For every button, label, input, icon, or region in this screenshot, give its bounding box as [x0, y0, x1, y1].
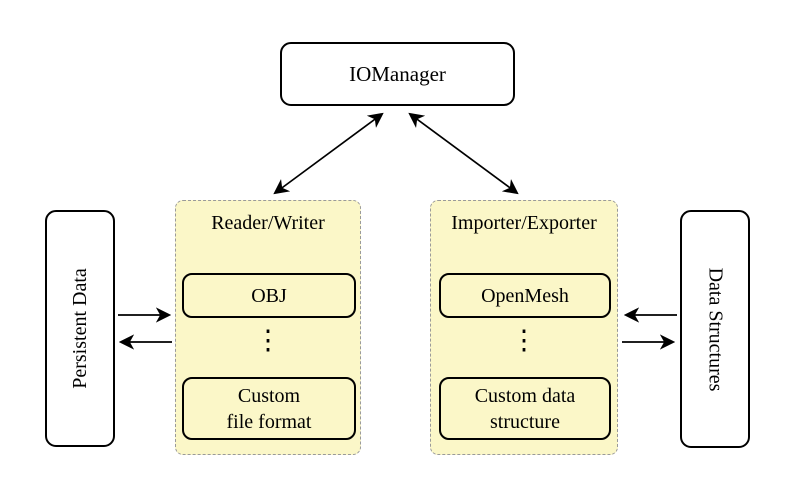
- reader-writer-title: Reader/Writer: [211, 212, 325, 234]
- node-custom-file-format: Custom file format: [182, 377, 356, 440]
- node-iomanager: IOManager: [280, 42, 515, 106]
- node-data-structures: Data Structures: [680, 210, 750, 448]
- node-openmesh: OpenMesh: [439, 273, 611, 318]
- panel-importer-exporter: Importer/Exporter OpenMesh ⋮ Custom data…: [430, 200, 618, 455]
- node-persistent-data: Persistent Data: [45, 210, 115, 447]
- panel-reader-writer: Reader/Writer OBJ ⋮ Custom file format: [175, 200, 361, 455]
- importer-exporter-title: Importer/Exporter: [451, 212, 597, 234]
- arrow-iomanager-readerwriter: [273, 112, 384, 195]
- persistent-data-label: Persistent Data: [68, 268, 91, 389]
- data-structures-label: Data Structures: [704, 267, 727, 391]
- node-obj: OBJ: [182, 273, 356, 318]
- vertical-ellipsis: ⋮: [254, 325, 282, 355]
- iomanager-label: IOManager: [349, 61, 446, 86]
- arrow-iomanager-importerexporter: [408, 112, 519, 195]
- vertical-ellipsis: ⋮: [510, 325, 538, 355]
- node-custom-data-structure: Custom data structure: [439, 377, 611, 440]
